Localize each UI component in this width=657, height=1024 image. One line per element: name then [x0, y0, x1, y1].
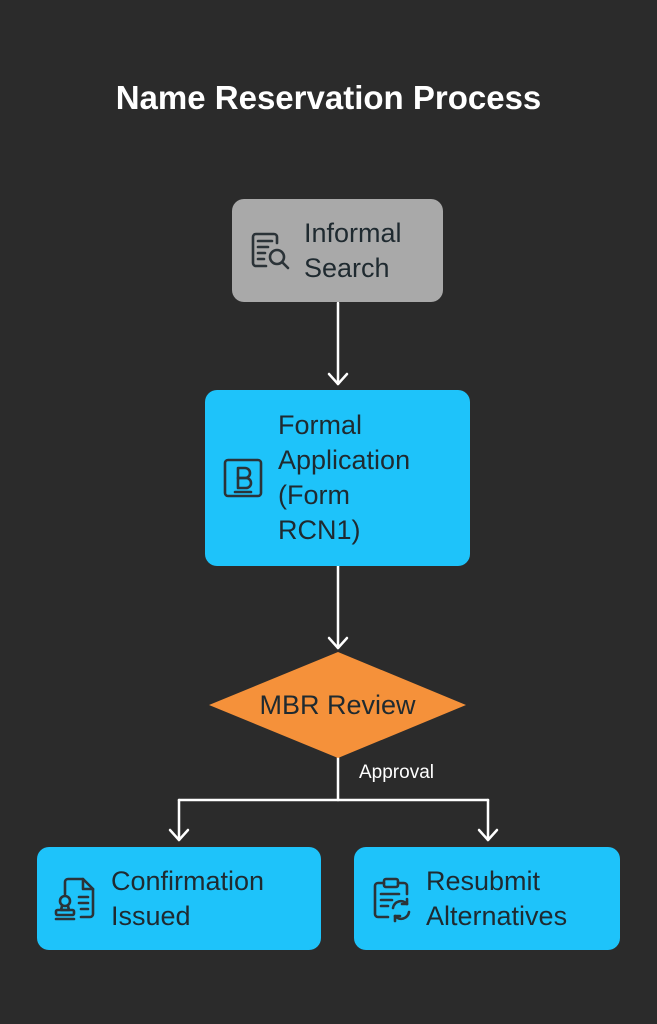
arrowhead-review [327, 636, 349, 650]
informal-search-label: Informal Search [304, 217, 402, 283]
arrowhead-confirmation [168, 828, 190, 842]
confirmation-issued-node: Confirmation Issued [37, 847, 321, 950]
arrowhead-resubmit [477, 828, 499, 842]
form-b-icon [219, 454, 267, 502]
certificate-stamp-icon [51, 874, 101, 924]
approval-edge-label: Approval [359, 762, 434, 783]
resubmit-alternatives-node: Resubmit Alternatives [354, 847, 620, 950]
arrowhead-formal [327, 372, 349, 386]
mbr-review-diamond [209, 652, 466, 758]
document-search-icon [246, 227, 294, 275]
formal-application-label: Formal Application (Form RCN1) [278, 410, 411, 545]
diagram-title: Name Reservation Process [115, 79, 542, 116]
mbr-review-label: MBR Review [259, 690, 416, 720]
clipboard-refresh-icon [366, 874, 416, 924]
informal-search-node: Informal Search [232, 199, 443, 302]
confirmation-issued-label: Confirmation Issued [111, 865, 265, 931]
resubmit-alternatives-label: Resubmit Alternatives [426, 865, 568, 931]
formal-application-node: Formal Application (Form RCN1) [205, 390, 470, 566]
